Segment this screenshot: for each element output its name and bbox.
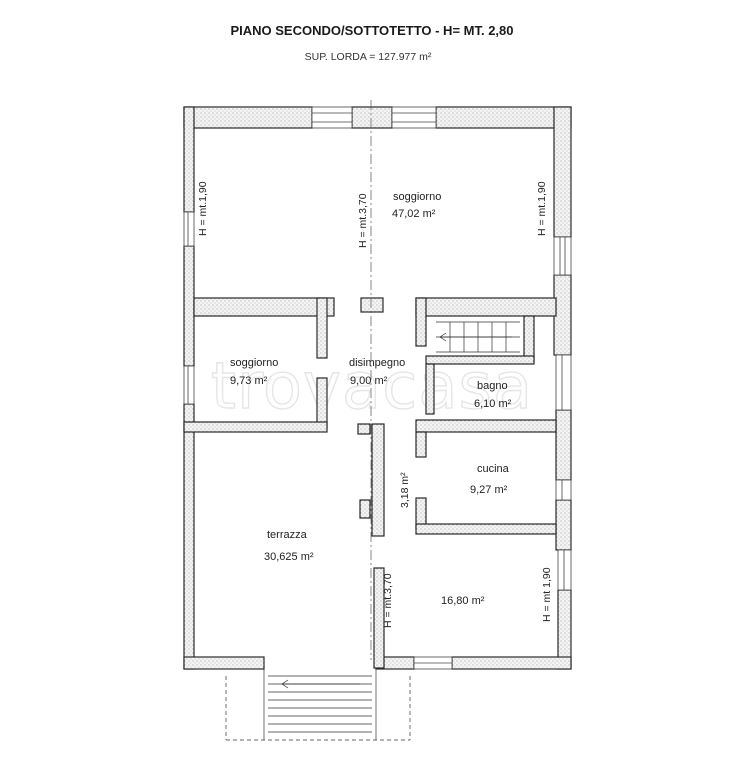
internal-stair xyxy=(436,321,520,353)
room-terrazza-name: terrazza xyxy=(267,529,308,541)
room-cucina-name: cucina xyxy=(477,463,510,475)
height-label-left-top: H = mt.1,90 xyxy=(197,181,209,236)
room-bagno-area: 6,10 m² xyxy=(474,398,512,410)
room-disimpegno-area: 9,00 m² xyxy=(350,375,388,387)
room-bagno-name: bagno xyxy=(477,380,508,392)
room-soggiorno-small-area: 9,73 m² xyxy=(230,375,268,387)
room-bottom-right-area: 16,80 m² xyxy=(441,595,485,607)
height-label-right-bottom: H = mt 1,90 xyxy=(541,567,553,622)
room-disimpegno-name: disimpegno xyxy=(349,357,405,369)
plan-title: PIANO SECONDO/SOTTOTETTO - H= MT. 2,80 xyxy=(230,23,513,38)
gross-surface: SUP. LORDA = 127.977 m² xyxy=(305,51,432,63)
room-soggiorno-main-area: 47,02 m² xyxy=(392,208,436,220)
height-label-center-bottom: H = mt.3,70 xyxy=(382,573,394,628)
room-cucina-area: 9,27 m² xyxy=(470,484,508,496)
height-label-center-top: H = mt.3,70 xyxy=(357,193,369,248)
room-soggiorno-small-name: soggiorno xyxy=(230,357,278,369)
corridor-area: 3,18 m² xyxy=(399,472,411,508)
room-terrazza-area: 30,625 m² xyxy=(264,551,314,563)
height-label-right-top: H = mt.1,90 xyxy=(536,181,548,236)
room-soggiorno-main-name: soggiorno xyxy=(393,191,441,203)
windows xyxy=(183,106,572,670)
external-stair xyxy=(225,669,411,741)
